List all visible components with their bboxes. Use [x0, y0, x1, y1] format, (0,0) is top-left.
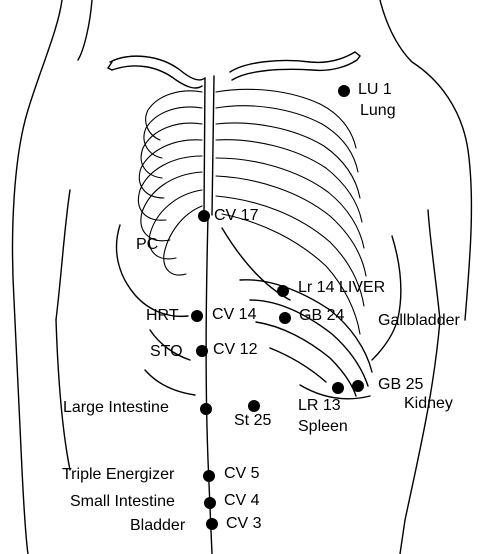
label-lr13: LR 13 [298, 398, 341, 414]
label-cv4: CV 4 [224, 493, 260, 509]
point-large-intestine-marker [200, 403, 212, 415]
label-gb24: GB 24 [299, 308, 344, 324]
point-cv3-marker [206, 518, 218, 530]
label-pc: PC [136, 237, 158, 253]
point-cv12-marker [196, 345, 208, 357]
point-cv5-marker [203, 470, 215, 482]
label-spleen: Spleen [298, 419, 348, 435]
point-cv4-marker [204, 497, 216, 509]
label-st25: St 25 [234, 413, 271, 429]
label-bladder: Bladder [130, 518, 185, 534]
label-gallbladder: Gallbladder [378, 313, 460, 329]
sternum [204, 76, 214, 215]
point-lr13-marker [332, 382, 344, 394]
point-gb24-marker [279, 312, 291, 324]
label-lr14-liver: Lr 14 LIVER [298, 280, 385, 296]
point-cv17-marker [198, 210, 210, 222]
label-cv14: CV 14 [212, 307, 256, 323]
point-lu1-marker [338, 85, 350, 97]
label-hrt: HRT [146, 308, 179, 324]
label-large-intestine: Large Intestine [63, 400, 169, 416]
label-cv12: CV 12 [213, 342, 257, 358]
label-kidney: Kidney [404, 396, 453, 412]
label-cv3: CV 3 [226, 516, 262, 532]
clavicles [108, 52, 360, 88]
point-cv14-marker [191, 310, 203, 322]
label-cv5: CV 5 [224, 466, 260, 482]
label-cv17: CV 17 [214, 208, 258, 224]
label-triple-energizer: Triple Energizer [62, 467, 174, 483]
label-lu1: LU 1 [358, 82, 392, 98]
label-sto: STO [150, 344, 183, 360]
point-lr14-marker [277, 285, 289, 297]
point-gb25-marker [352, 380, 364, 392]
point-st25-marker [248, 400, 260, 412]
label-lung: Lung [360, 103, 396, 119]
label-small-intestine: Small Intestine [70, 494, 175, 510]
label-gb25: GB 25 [378, 377, 423, 393]
